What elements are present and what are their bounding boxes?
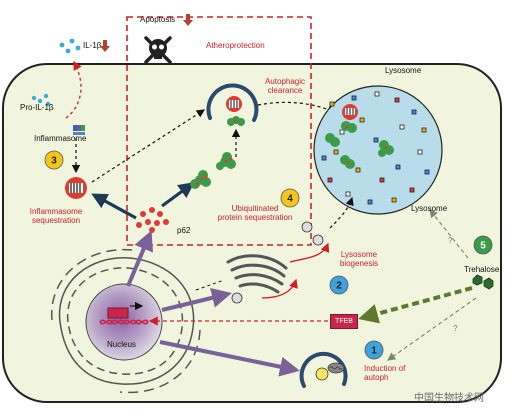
trehalose-molecule-icon bbox=[472, 274, 494, 290]
atheroprotection-label: Atheroprotection bbox=[206, 41, 265, 50]
ubiquitinated-line-1: Ubiquitinated bbox=[231, 204, 279, 213]
trehalose-label: Trehalose bbox=[464, 265, 500, 274]
induction-line-2: autoph bbox=[364, 373, 389, 382]
autophagosome-induction bbox=[299, 351, 348, 388]
apoptosis-label: Apoptosis bbox=[140, 15, 176, 24]
autophagic-line-1: Autophagic bbox=[264, 77, 306, 86]
golgi-to-lysosome-arrow bbox=[289, 242, 330, 263]
trehalose-to-lysosome-arrow bbox=[429, 209, 469, 259]
tfeb-target-gene-box bbox=[107, 307, 129, 319]
ubiquitinated-line-2: protein sequestration bbox=[217, 213, 293, 222]
lysosome-precursors bbox=[231, 221, 324, 304]
trehalose-to-tfeb-arrow bbox=[358, 286, 473, 324]
trehalose-to-autophagy-arrow bbox=[387, 297, 477, 361]
lysosome-cargo bbox=[325, 104, 394, 169]
nucleus-to-p62-arrow bbox=[126, 230, 153, 287]
skull-icon bbox=[144, 36, 172, 64]
lysosome-biogenesis-line-1: Lysosome bbox=[340, 250, 378, 259]
p62-to-inflammasome-arrow bbox=[91, 193, 137, 220]
endoplasmic-reticulum bbox=[51, 248, 201, 394]
badge-2 bbox=[329, 275, 349, 295]
lysosome-top-label: Lysosome bbox=[385, 66, 422, 75]
watermark: 中国生物技术网 bbox=[414, 393, 484, 404]
badge-3 bbox=[44, 150, 64, 170]
nucleus-label: Nucleus bbox=[107, 340, 136, 349]
il1b-down-arrow-icon bbox=[100, 40, 110, 52]
inflammasome-sequestration-label: Inflammasome sequestration bbox=[16, 207, 96, 225]
autophagosome-to-lysosome-arrow bbox=[257, 101, 337, 114]
nucleus-to-golgi-dashed-arrow bbox=[195, 279, 225, 291]
inflammasome-sequestration-blob bbox=[65, 177, 87, 199]
lysosome-side-label: Lysosome bbox=[411, 204, 448, 213]
badge-3-label: 3 bbox=[51, 156, 57, 167]
badge-5-label: 5 bbox=[480, 241, 486, 252]
inflammasome-sequestration-line-1: Inflammasome bbox=[29, 207, 83, 216]
il1b-label: IL-1β bbox=[83, 41, 102, 50]
badge-4-label: 4 bbox=[287, 194, 293, 205]
vesicle-to-golgi-arrow bbox=[261, 278, 298, 299]
nucleus-to-lysosome-biogenesis-arrow bbox=[161, 288, 232, 312]
autophagic-clearance-label: Autophagic clearance bbox=[255, 77, 315, 95]
nucleus bbox=[51, 248, 201, 394]
p62-label: p62 bbox=[177, 226, 191, 235]
badge-4 bbox=[280, 188, 300, 208]
lysosome-biogenesis-line-2: biogenesis bbox=[339, 259, 379, 268]
autophagosome-forming bbox=[206, 83, 259, 126]
question-mark-top: ? bbox=[448, 236, 453, 245]
autophagic-line-2: clearance bbox=[267, 86, 303, 95]
badge-5 bbox=[473, 235, 493, 255]
golgi-apparatus bbox=[226, 254, 288, 294]
pro-il1b-label: Pro-IL-1β bbox=[20, 103, 54, 112]
lysosome-biogenesis-label: Lysosome biogenesis bbox=[331, 250, 387, 268]
induction-line-1: Induction of bbox=[364, 364, 406, 373]
nucleus-to-autophagy-arrow bbox=[159, 340, 300, 377]
inflammasome-ring-icon bbox=[73, 125, 85, 135]
lysosome bbox=[313, 85, 443, 215]
inflammasome-to-autophagosome-arrow bbox=[91, 109, 206, 183]
question-mark-bottom: ? bbox=[453, 324, 458, 333]
badge-2-label: 2 bbox=[336, 281, 342, 292]
badge-1 bbox=[364, 340, 384, 360]
badge-1-label: 1 bbox=[371, 346, 377, 357]
pro-il1b-icon bbox=[31, 93, 51, 107]
tfeb-box: TFEB bbox=[330, 314, 358, 329]
biogenesis-arrow bbox=[329, 196, 354, 229]
p62-to-ubiquitinated-arrow bbox=[161, 182, 195, 208]
processing-arrow bbox=[65, 60, 82, 119]
down-arrow-icon bbox=[183, 14, 193, 26]
il1b-secreted-icon bbox=[59, 38, 81, 54]
atheroprotection-box bbox=[126, 16, 312, 246]
ubiquitinated-protein-aggregates bbox=[190, 152, 236, 189]
ubiquitinated-protein-label: Ubiquitinated protein sequestration bbox=[206, 204, 304, 222]
induction-of-autophagy-label: Induction of autoph bbox=[364, 364, 405, 382]
lysosome-enzymes bbox=[321, 91, 430, 205]
inflammasome-label: Inflammasome bbox=[34, 134, 87, 143]
inflammasome-sequestration-line-2: sequestration bbox=[31, 216, 81, 225]
